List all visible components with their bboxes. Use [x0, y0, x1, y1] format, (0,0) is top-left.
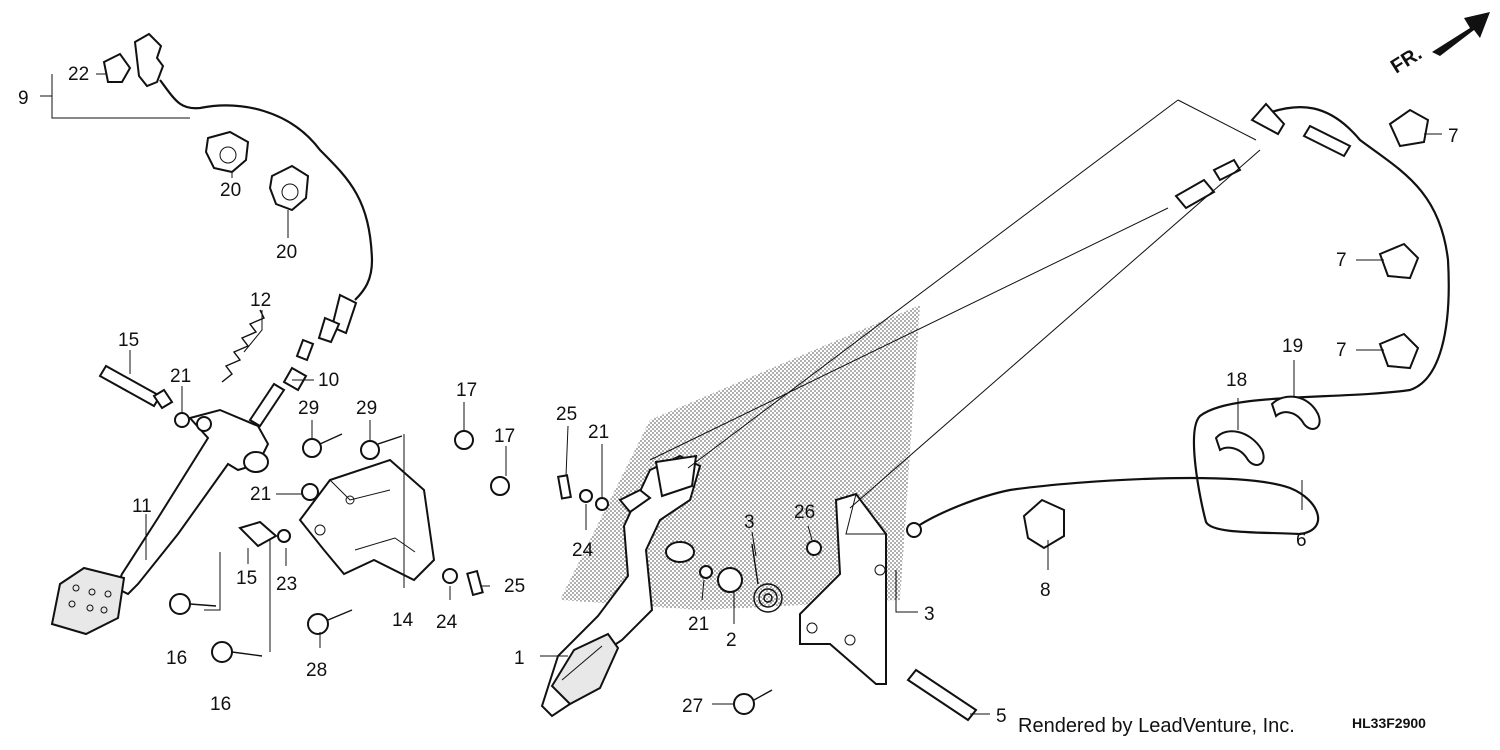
nut-26 — [806, 540, 822, 556]
callout-27: 27 — [682, 696, 703, 717]
bracket-14 — [298, 458, 436, 582]
front-marker-label: FR. — [1387, 43, 1426, 79]
leader-line — [849, 149, 1261, 509]
callout-3: 3 — [924, 604, 935, 625]
throttle-cable-6 — [906, 102, 1450, 538]
leader-line — [1177, 99, 1257, 141]
callout-29b: 29 — [356, 398, 377, 419]
callout-9: 9 — [18, 88, 29, 109]
clip-7b — [1378, 242, 1420, 280]
brake-switch-harness — [102, 32, 374, 362]
callout-25a: 25 — [504, 576, 525, 597]
callout-26: 26 — [794, 502, 815, 523]
callout-17b: 17 — [494, 426, 515, 447]
callout-17a: 17 — [456, 380, 477, 401]
diagram-code: HL33F2900 — [1352, 715, 1426, 731]
callout-11: 11 — [132, 496, 152, 517]
callout-21d: 21 — [688, 614, 709, 635]
callout-21a: 21 — [170, 366, 191, 387]
callout-23: 23 — [276, 574, 297, 595]
brake-pedal-11 — [50, 408, 270, 636]
callout-1: 1 — [514, 648, 525, 669]
bolt-27 — [733, 693, 755, 715]
switch-10 — [248, 382, 286, 428]
clip-7c — [1378, 332, 1420, 370]
callout-14: 14 — [392, 610, 414, 631]
callout-7b: 7 — [1336, 250, 1347, 271]
callout-20b: 20 — [276, 242, 297, 263]
callout-labels: 9 22 20 20 12 10 15 21 11 15 23 21 16 16… — [18, 64, 1459, 727]
callout-12: 12 — [250, 290, 271, 311]
callout-8: 8 — [1040, 580, 1051, 601]
callout-29a: 29 — [298, 398, 319, 419]
credit-text: Rendered by LeadVenture, Inc. — [1018, 715, 1295, 737]
callout-13: 15 — [118, 330, 139, 351]
callout-7a: 7 — [1448, 126, 1459, 147]
callout-leaders — [40, 73, 1442, 715]
callout-2: 2 — [726, 630, 737, 651]
clamp-19 — [1270, 395, 1321, 430]
callout-6: 6 — [1296, 530, 1307, 551]
bracket-3 — [799, 492, 887, 685]
callout-21b: 21 — [250, 484, 271, 505]
spring-12 — [221, 309, 265, 383]
leader-line — [649, 207, 1169, 461]
clamp-18 — [1214, 430, 1265, 466]
plate-15 — [238, 520, 278, 548]
leader-line — [687, 99, 1179, 469]
fasteners-left — [169, 412, 510, 663]
callout-5: 5 — [996, 706, 1007, 727]
pin-5 — [906, 668, 978, 722]
callout-24a: 24 — [436, 612, 458, 633]
callout-21c: 21 — [588, 422, 609, 443]
callout-16b: 16 — [210, 694, 231, 715]
collar-2 — [717, 567, 743, 593]
clip-8 — [1022, 498, 1065, 550]
callout-10: 10 — [318, 370, 339, 391]
callout-4: 3 — [744, 512, 755, 533]
spring-4 — [751, 543, 783, 613]
callout-28: 28 — [306, 660, 327, 681]
callout-25b: 25 — [556, 404, 577, 425]
accelerator-pedal-1 — [540, 454, 702, 718]
callout-24b: 24 — [572, 540, 594, 561]
clip-7a — [1388, 108, 1430, 148]
callout-16a: 16 — [166, 648, 187, 669]
callout-19: 19 — [1282, 336, 1303, 357]
callout-7c: 7 — [1336, 340, 1347, 361]
callout-22: 22 — [68, 64, 89, 85]
callout-18: 18 — [1226, 370, 1247, 391]
callout-15: 15 — [236, 568, 257, 589]
front-direction-arrow-icon: FR. — [1387, 12, 1490, 78]
callout-20a: 20 — [220, 180, 241, 201]
